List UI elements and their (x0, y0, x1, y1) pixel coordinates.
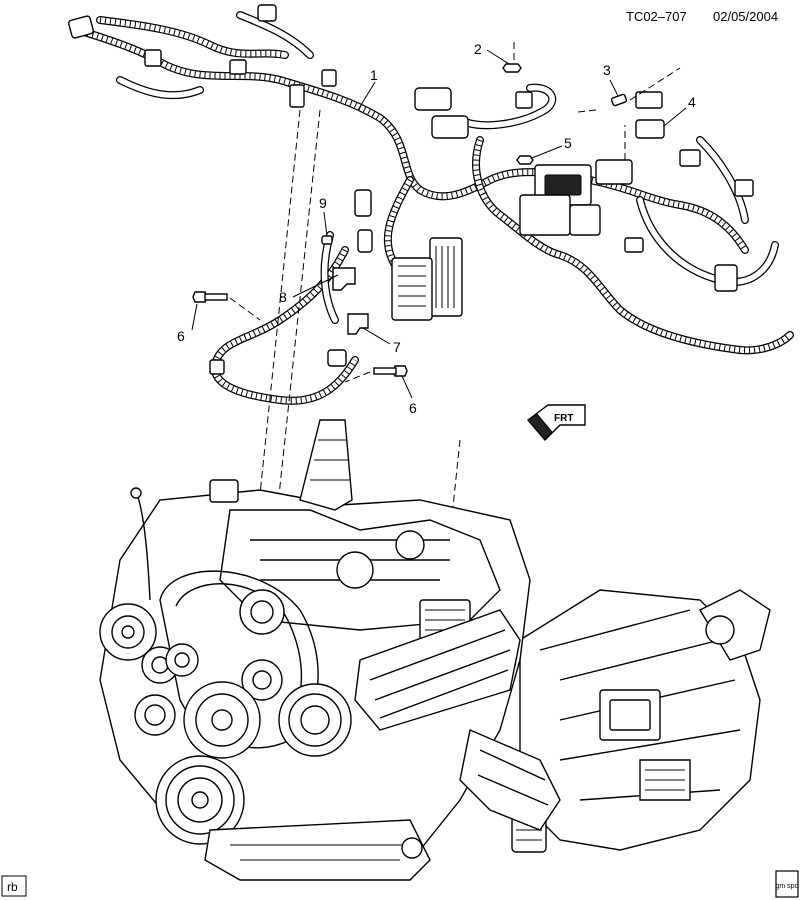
engine-assembly (99, 419, 771, 881)
front-direction-label: FRT (554, 413, 573, 424)
callout-6-upper: 6 (177, 328, 185, 344)
stud-9 (321, 235, 333, 245)
front-direction-arrow: FRT (526, 404, 586, 442)
illustrator-tag: rb (1, 875, 27, 897)
bolt-6-upper (192, 291, 228, 303)
callout-2: 2 (474, 41, 482, 57)
engine-wiring-harness (68, 4, 794, 405)
nut-5 (516, 155, 534, 165)
callout-leaders (191, 49, 687, 399)
callout-numbers: 1 2 3 4 5 6 6 7 8 9 (177, 41, 696, 416)
illustrator-initials: rb (7, 880, 18, 894)
callout-7: 7 (393, 339, 401, 355)
hardware (192, 63, 628, 377)
nut-2 (502, 63, 522, 73)
callout-4: 4 (688, 94, 696, 110)
callout-1: 1 (370, 67, 378, 83)
callout-8: 8 (279, 289, 287, 305)
logo-text: gm spo (776, 883, 799, 890)
illustration-date: 02/05/2004 (713, 9, 778, 24)
callout-9: 9 (319, 195, 327, 211)
illustration-code: TC02–707 (626, 9, 687, 24)
gm-spo-logo: gm spo (775, 870, 799, 898)
callout-3: 3 (603, 62, 611, 78)
bolt-6-lower (373, 365, 408, 377)
callout-5: 5 (564, 135, 572, 151)
callout-6-lower: 6 (409, 400, 417, 416)
stud-3 (610, 93, 628, 107)
